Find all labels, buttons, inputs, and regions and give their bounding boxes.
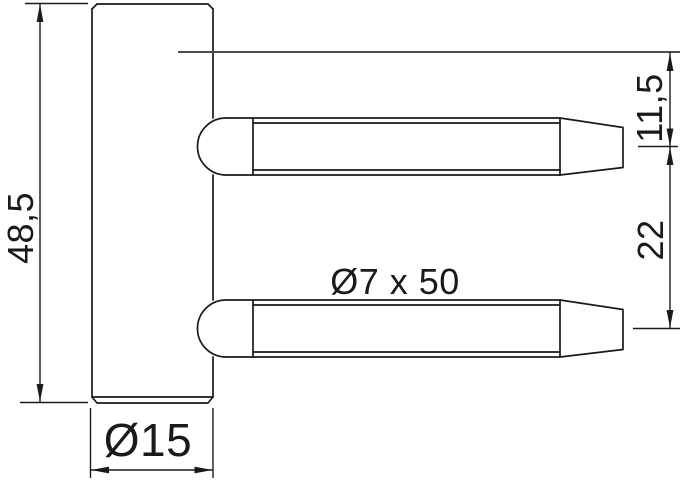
body-top-edge <box>91 3 214 10</box>
arrow-down-485 <box>36 384 44 402</box>
dim-diameter-15 <box>89 408 214 478</box>
part-outline <box>91 3 624 404</box>
label-body-height: 48,5 <box>0 192 41 264</box>
body-bottom-edge <box>91 396 214 404</box>
dim-height-485 <box>20 2 88 404</box>
dim-right-stack <box>633 52 680 330</box>
label-pin-spec: Ø7 x 50 <box>330 261 460 302</box>
label-pin-offset: 11,5 <box>629 73 670 142</box>
arrow-up-115 <box>666 53 674 71</box>
dimension-lines <box>20 2 680 478</box>
arrow-down-115 <box>666 128 674 147</box>
pin-lower-tip <box>559 299 624 358</box>
pin-upper <box>196 117 624 176</box>
arrow-up-22 <box>666 147 674 165</box>
arrow-right-15 <box>194 466 213 474</box>
pin-lower-dome <box>196 299 227 358</box>
arrow-down-22 <box>666 310 674 328</box>
hinge-body <box>91 3 214 404</box>
pin-lower <box>196 299 624 358</box>
pin-upper-tip <box>559 117 624 176</box>
dimension-labels: 48,5 Ø15 Ø7 x 50 11,5 22 <box>0 73 671 466</box>
arrow-up-485 <box>36 4 44 22</box>
arrow-left-15 <box>91 466 109 474</box>
arrowheads <box>36 4 674 474</box>
pin-upper-dome <box>196 117 227 176</box>
label-body-diameter: Ø15 <box>104 414 192 466</box>
label-pin-spacing: 22 <box>630 219 671 260</box>
